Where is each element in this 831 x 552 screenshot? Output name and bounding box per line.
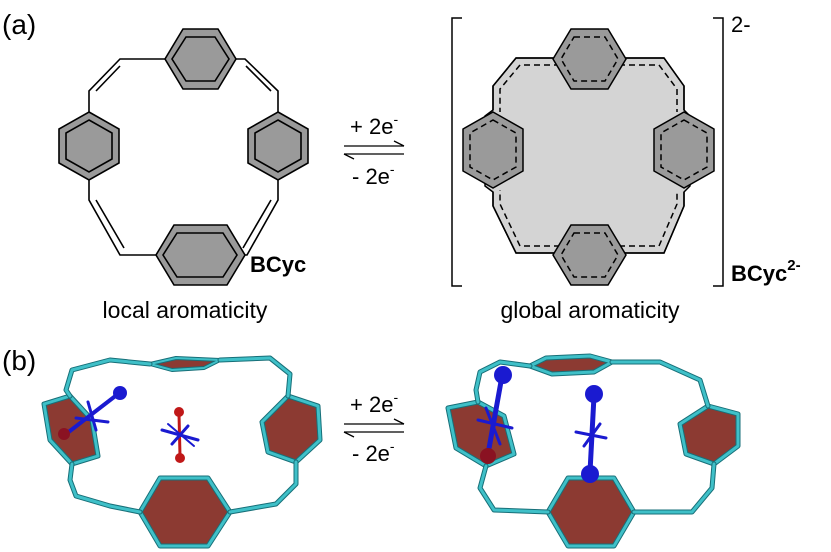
benzene-inner-bottom bbox=[162, 232, 238, 278]
bond-stick bbox=[582, 422, 602, 448]
double-bond bbox=[95, 65, 121, 92]
benzene-ring-left bbox=[462, 111, 524, 189]
atom-blue bbox=[581, 465, 599, 483]
caption-global-aromaticity: global aromaticity bbox=[501, 297, 680, 323]
periphery-outer-bottom-left bbox=[492, 192, 555, 254]
bond-stick bbox=[484, 406, 502, 446]
benzene-inner-top bbox=[171, 36, 230, 82]
dianion-3d-model bbox=[445, 353, 741, 549]
equilibrium-arrows-b bbox=[343, 418, 405, 438]
bcyc-structure bbox=[58, 28, 309, 286]
benzene-ring-bottom bbox=[155, 224, 246, 286]
double-bond bbox=[245, 65, 272, 92]
periphery-outer-top-left bbox=[492, 57, 555, 110]
panel-a-label: (a) bbox=[2, 9, 36, 40]
arrow-label-minus-2e: - 2e- bbox=[352, 161, 395, 189]
bridge-tube-highlight bbox=[64, 358, 152, 398]
benzene-ring-right bbox=[247, 111, 309, 181]
atom-red bbox=[175, 453, 185, 463]
vinylene-bridge-bottom-right bbox=[245, 180, 279, 256]
periphery-outer-top-right bbox=[624, 57, 685, 110]
vinylene-bridge-bottom-left bbox=[88, 180, 156, 256]
periphery-outer-bottom-right bbox=[624, 192, 685, 254]
bond-stick bbox=[167, 423, 195, 447]
double-bond bbox=[242, 199, 272, 249]
bridge-tube-highlight bbox=[610, 360, 710, 408]
bond-stick bbox=[86, 400, 98, 432]
double-bond bbox=[95, 199, 125, 249]
benzene-dashed-bottom bbox=[560, 232, 619, 278]
bridge-tube-highlight bbox=[474, 360, 532, 404]
caption-local-aromaticity: local aromaticity bbox=[103, 297, 268, 323]
benzene-dashed-top bbox=[560, 36, 619, 82]
dashed-periphery-bottom-left bbox=[499, 190, 560, 247]
benzene-ring-left bbox=[58, 111, 120, 181]
bond-stick bbox=[485, 373, 505, 457]
bridge-tube bbox=[227, 459, 299, 515]
benzene-inner-right bbox=[254, 119, 302, 173]
equilibrium-arrows-a bbox=[343, 140, 405, 160]
bracket-right bbox=[713, 17, 724, 287]
benzene-inner-left bbox=[65, 119, 113, 173]
bridge-tube bbox=[63, 357, 153, 399]
neutral-3d-model bbox=[41, 355, 323, 549]
bridge-tube bbox=[609, 359, 711, 409]
atom-red bbox=[480, 448, 496, 464]
bcyc-dianion-structure bbox=[462, 28, 715, 286]
atom-red bbox=[174, 407, 184, 417]
vinylene-bridge-top-left bbox=[88, 58, 165, 112]
bond-stick bbox=[476, 418, 514, 430]
benzene-ring-right bbox=[653, 111, 715, 189]
dashed-periphery-bottom-right bbox=[619, 190, 678, 247]
dashed-periphery-top-left bbox=[499, 64, 560, 112]
compound-label-bcyc: BCyc bbox=[250, 252, 306, 277]
bridge-tube-highlight bbox=[68, 462, 142, 514]
bridge-tube-highlight bbox=[218, 356, 292, 398]
vinylene-bridge-top-right bbox=[236, 58, 279, 112]
bridge-tube bbox=[631, 461, 717, 515]
atom-red bbox=[58, 428, 70, 440]
panel-b-label: (b) bbox=[2, 345, 36, 376]
arrow-label-plus-2e: + 2e- bbox=[350, 389, 398, 417]
arrow-label-plus-2e: + 2e- bbox=[350, 111, 398, 139]
bridge-tube-highlight bbox=[632, 462, 716, 514]
arrow-label-minus-2e: - 2e- bbox=[352, 438, 395, 466]
atom-blue bbox=[494, 366, 512, 384]
atom-blue bbox=[113, 386, 127, 400]
ring-face-top-highlight bbox=[149, 357, 221, 371]
benzene-ring-top bbox=[164, 28, 237, 90]
benzene-ring-top bbox=[552, 28, 627, 90]
bracket-pair bbox=[451, 17, 724, 287]
bridge-tube-highlight bbox=[478, 464, 550, 514]
bracket-left bbox=[451, 17, 462, 287]
dashed-periphery-top-right bbox=[619, 64, 678, 112]
bracket-charge: 2- bbox=[731, 12, 751, 37]
compound-label-bcyc2minus: BCyc2- bbox=[731, 257, 801, 286]
atom-blue bbox=[585, 385, 603, 403]
benzene-ring-bottom bbox=[552, 224, 627, 286]
bridge-tube-highlight bbox=[228, 460, 298, 514]
